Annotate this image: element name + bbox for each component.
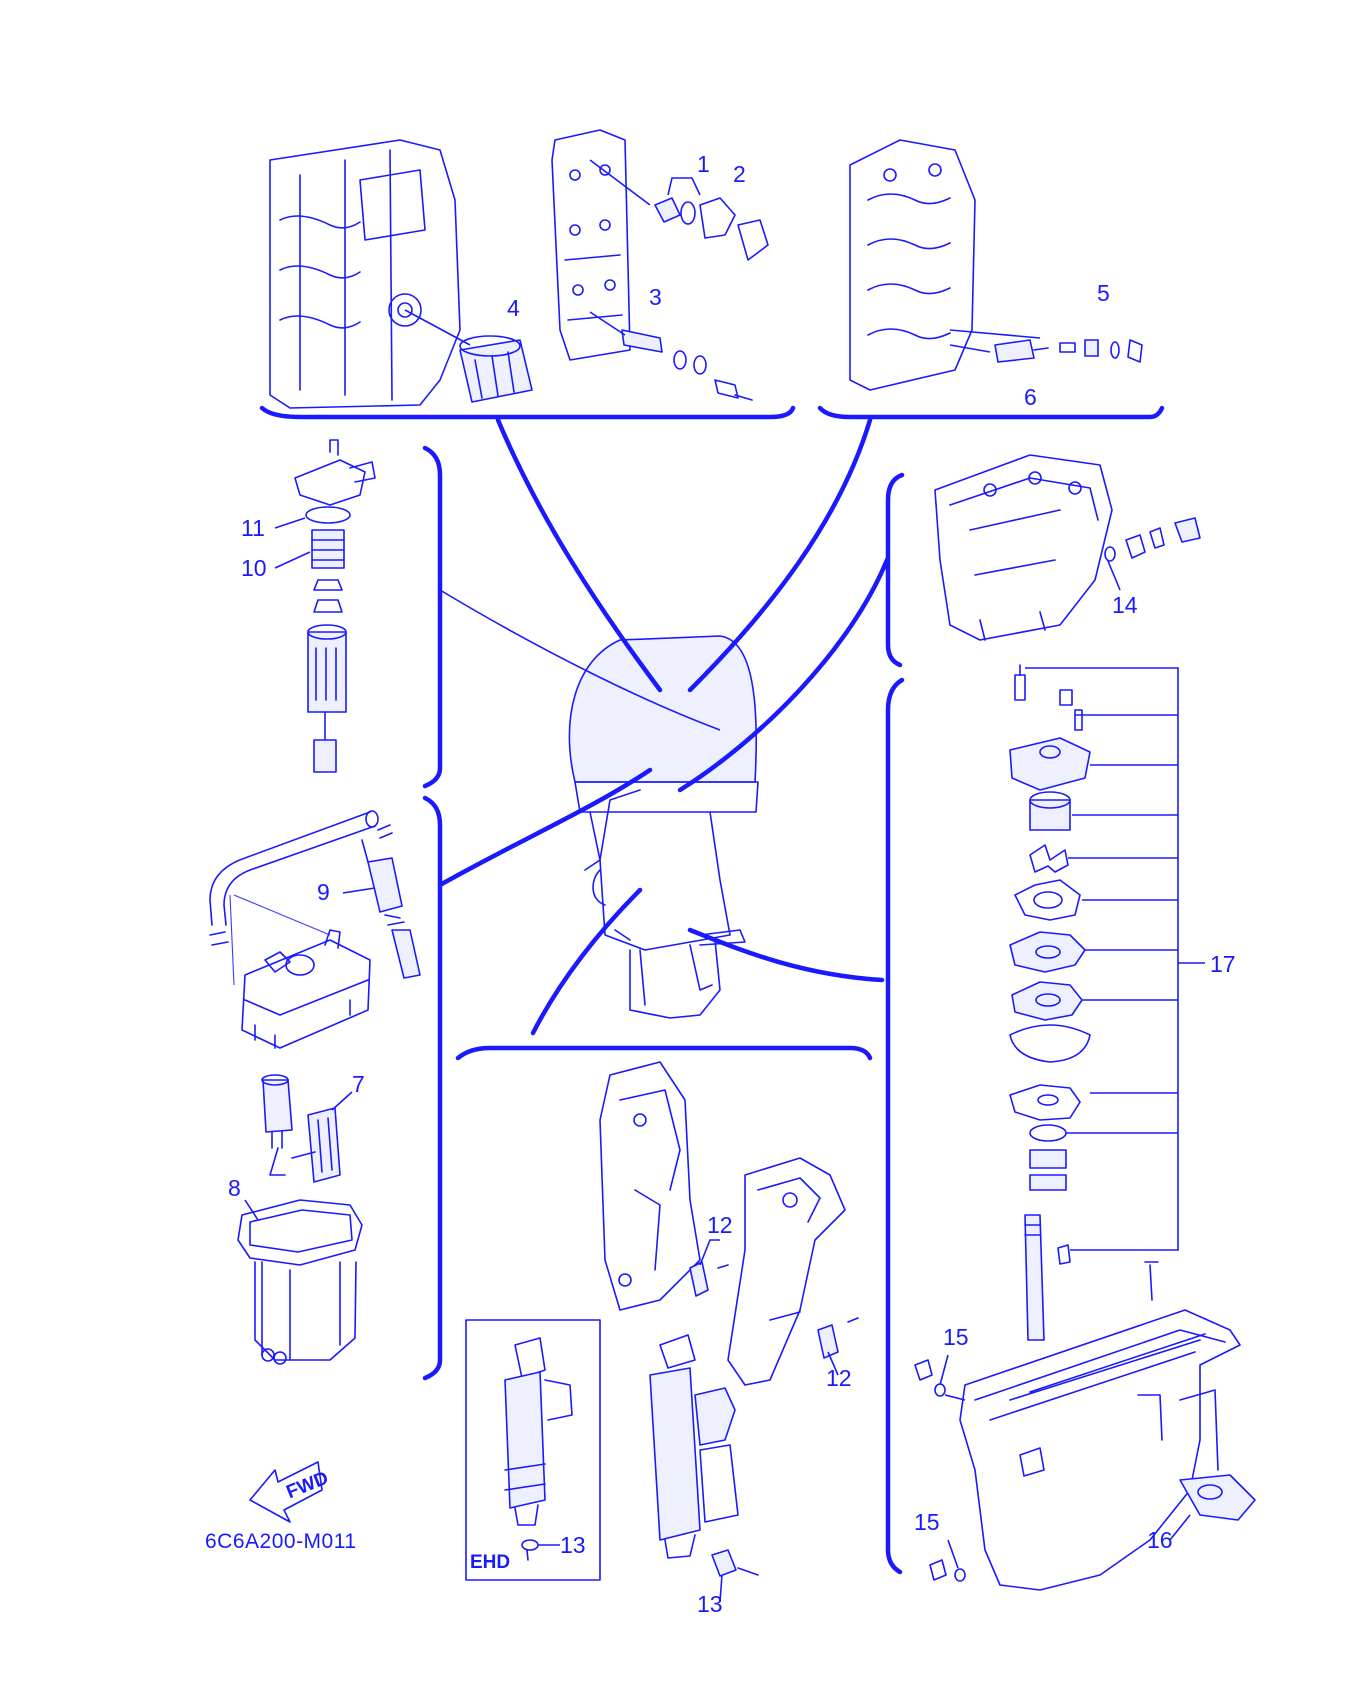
fuel-hose-and-filter (209, 810, 421, 986)
callout-13-ehd: 13 (560, 1532, 586, 1558)
top-left-bracket (259, 405, 796, 420)
water-pump-parts (1009, 664, 1091, 1341)
callout-1: 1 (697, 151, 710, 177)
callout-7: 7 (352, 1071, 365, 1097)
ehd-trim-unit-box (465, 1319, 601, 1581)
callout-12-upper: 12 (707, 1212, 733, 1238)
float-chamber (237, 1199, 363, 1365)
drain-plug-screws (914, 1354, 966, 1582)
callout-8: 8 (228, 1175, 241, 1201)
fuel-filter-assembly (274, 439, 376, 773)
callout-14: 14 (1112, 592, 1138, 618)
thermostat-assembly (589, 159, 769, 261)
bottom-center-bracket (455, 1045, 873, 1061)
exhaust-guide (934, 454, 1113, 641)
callout-numbers: 1 2 3 4 5 6 7 8 9 10 11 12 12 13 13 14 1… (228, 151, 1236, 1617)
right-lower-bracket (885, 677, 905, 1575)
callout-5: 5 (1097, 280, 1110, 306)
callout-17: 17 (1210, 951, 1236, 977)
callout-15-lower: 15 (914, 1509, 940, 1535)
cylinder-block (269, 139, 471, 409)
fwd-direction-arrow: FWD (249, 1461, 331, 1523)
callout-3: 3 (649, 284, 662, 310)
callout-2: 2 (733, 161, 746, 187)
callout-16: 16 (1147, 1527, 1173, 1553)
item-17-leader-bracket (1025, 667, 1205, 1251)
top-right-bracket (817, 405, 1165, 420)
clamp-bracket-port (599, 1061, 729, 1311)
oil-filter (459, 335, 533, 403)
vapor-separator (241, 929, 371, 1049)
anode-tube (589, 311, 753, 401)
callout-12-lower: 12 (826, 1365, 852, 1391)
callout-10: 10 (241, 555, 267, 581)
fuel-pump-bracket (291, 1091, 353, 1183)
power-trim-tilt-unit (649, 1334, 759, 1603)
callout-9: 9 (317, 879, 330, 905)
callout-11: 11 (241, 515, 265, 541)
callout-15-upper: 15 (943, 1324, 969, 1350)
group-connector-lines (437, 417, 890, 1036)
lower-unit-gearcase (959, 1261, 1241, 1591)
spark-plug (994, 339, 1049, 363)
callout-13-lower: 13 (697, 1591, 723, 1617)
trim-tab-anode (1169, 1474, 1256, 1541)
drawing-code: 6C6A200-M011 (205, 1530, 357, 1553)
cylinder-head (849, 139, 1041, 391)
exhaust-cover-plate (551, 129, 631, 361)
exhaust-grommet-parts (1104, 517, 1201, 591)
fuel-pump (261, 1074, 293, 1176)
callout-4: 4 (507, 295, 520, 321)
outboard-motor-outline (568, 635, 759, 1019)
spark-plug-cap (1059, 339, 1143, 363)
left-upper-bracket (422, 445, 443, 789)
callout-6: 6 (1024, 384, 1037, 410)
left-lower-bracket (422, 795, 443, 1381)
ehd-label: EHD (470, 1552, 510, 1573)
right-upper-bracket (885, 472, 905, 668)
swivel-bracket-starboard (727, 1157, 859, 1386)
